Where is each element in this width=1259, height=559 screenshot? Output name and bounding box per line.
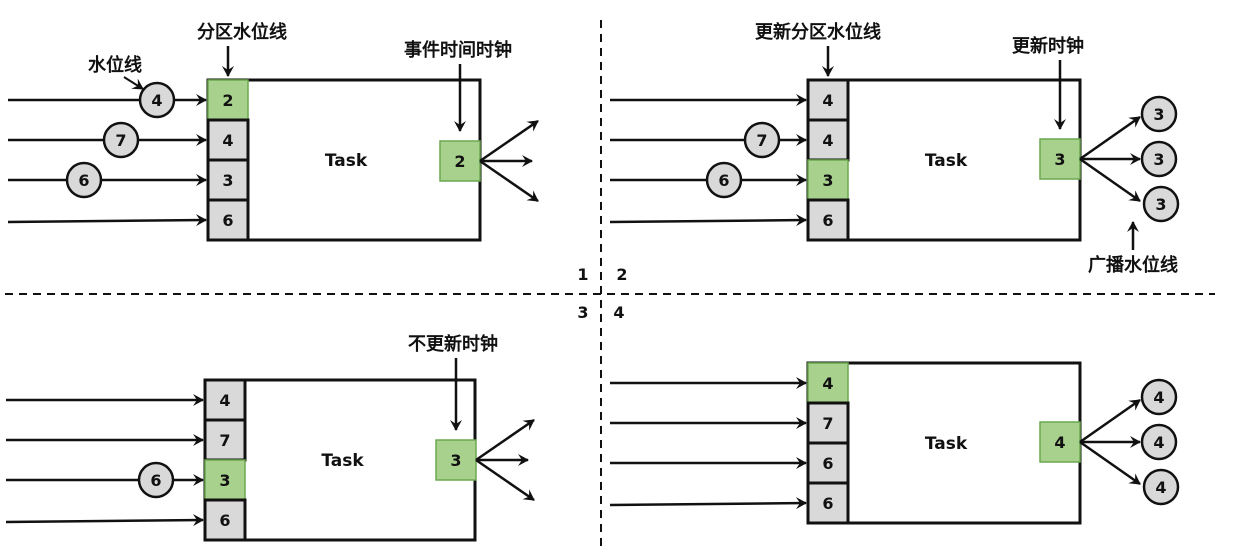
broadcast-watermark-value: 4	[1155, 478, 1166, 497]
input-channel-arrow	[609, 497, 807, 510]
partition-watermark-cell	[806, 441, 850, 485]
watermark-circle	[138, 81, 176, 119]
watermark-value: 7	[115, 131, 126, 150]
event-time-clock-value: 2	[454, 152, 465, 171]
task-label: Task	[925, 434, 968, 454]
partition-watermark-cell	[807, 362, 849, 404]
broadcast-watermark-circle	[1140, 95, 1178, 133]
watermark-value: 4	[151, 91, 162, 110]
watermark-circle	[137, 461, 175, 499]
output-arrow	[479, 159, 539, 203]
input-channel-arrow	[7, 214, 207, 227]
partition-watermark-value: 6	[822, 454, 833, 473]
event-time-clock-value: 4	[1054, 433, 1065, 452]
event-time-clock-value: 3	[1054, 150, 1065, 169]
quadrant-number: 2	[616, 265, 627, 284]
output-arrow	[475, 458, 535, 502]
output-arrow	[1079, 398, 1141, 444]
input-channel-arrow	[609, 214, 807, 227]
quadrant-number: 1	[577, 265, 588, 284]
partition-watermark-cell	[807, 159, 849, 201]
task-label: Task	[321, 451, 364, 471]
partition-watermark-cell	[206, 158, 250, 202]
quadrant-number: 4	[613, 303, 624, 322]
partition-watermark-value: 4	[822, 131, 833, 150]
broadcast-watermark-value: 4	[1153, 388, 1164, 407]
broadcast-watermark-value: 3	[1155, 195, 1166, 214]
broadcast-watermark-circle	[1140, 140, 1178, 178]
broadcast-watermark-value: 3	[1153, 105, 1164, 124]
partition-watermark-value: 6	[822, 211, 833, 230]
watermark-value: 6	[150, 471, 161, 490]
broadcast-watermark-circle	[1142, 468, 1180, 506]
output-arrow	[475, 418, 535, 462]
task-label: Task	[925, 151, 968, 171]
panel-3: Task 4 7 3 6 6 3 3 不更新时钟	[5, 303, 589, 542]
partition-watermark-value: 4	[219, 391, 230, 410]
quadrant-number: 3	[577, 303, 588, 322]
partition-watermark-value: 4	[822, 374, 833, 393]
output-arrow	[1079, 115, 1141, 161]
task-box	[203, 378, 477, 542]
event-time-clock-value: 3	[450, 451, 461, 470]
watermark-circle	[65, 161, 103, 199]
watermark-value: 6	[78, 171, 89, 190]
watermark-label-arrow	[123, 76, 144, 90]
task-box	[806, 78, 1082, 242]
watermark-label: 水位线	[88, 54, 142, 76]
partition-watermark-value: 7	[822, 414, 833, 433]
partition-watermark-cell	[806, 78, 850, 122]
task-label: Task	[325, 151, 368, 171]
input-channel-arrow	[5, 514, 204, 527]
broadcast-watermark-circle	[1142, 185, 1180, 223]
partition-watermark-cell	[203, 498, 247, 542]
clock-label: 更新时钟	[1012, 35, 1084, 57]
watermark-circle	[102, 121, 140, 159]
partition-watermark-cell	[206, 118, 250, 162]
output-arrow	[479, 119, 539, 163]
output-arrow	[1079, 440, 1141, 486]
partition-watermark-value: 6	[222, 211, 233, 230]
partition-watermark-value: 4	[822, 91, 833, 110]
broadcast-watermark-value: 3	[1153, 150, 1164, 169]
broadcast-watermark-circle	[1140, 378, 1178, 416]
clock-label: 事件时间时钟	[404, 39, 512, 61]
partition-watermark-value: 2	[222, 91, 233, 110]
broadcast-watermark-label: 广播水位线	[1088, 254, 1178, 276]
broadcast-watermark-value: 4	[1153, 433, 1164, 452]
partition-watermark-value: 4	[222, 131, 233, 150]
partition-watermark-cell	[806, 198, 850, 242]
watermark-value: 7	[756, 131, 767, 150]
panel-4: Task 4 7 6 6 4 4 4 4 4	[609, 303, 1180, 525]
task-box	[806, 361, 1082, 525]
partition-watermark-value: 7	[219, 431, 230, 450]
partition-watermark-value: 6	[219, 511, 230, 530]
partition-watermark-label: 更新分区水位线	[755, 21, 881, 43]
partition-watermark-cell	[204, 459, 246, 501]
partition-watermark-cell	[206, 198, 250, 242]
watermark-value: 6	[718, 171, 729, 190]
partition-watermark-value: 3	[822, 171, 833, 190]
clock-label: 不更新时钟	[408, 333, 498, 355]
partition-watermark-value: 6	[822, 494, 833, 513]
event-time-clock	[435, 439, 477, 481]
partition-watermark-cell	[806, 481, 850, 525]
watermark-circle	[743, 121, 781, 159]
event-time-clock	[1039, 421, 1081, 463]
output-arrow	[1079, 157, 1141, 203]
watermark-circle	[705, 161, 743, 199]
broadcast-watermark-circle	[1140, 423, 1178, 461]
partition-watermark-label: 分区水位线	[197, 21, 287, 43]
partition-watermark-value: 3	[222, 171, 233, 190]
partition-watermark-value: 3	[219, 471, 230, 490]
